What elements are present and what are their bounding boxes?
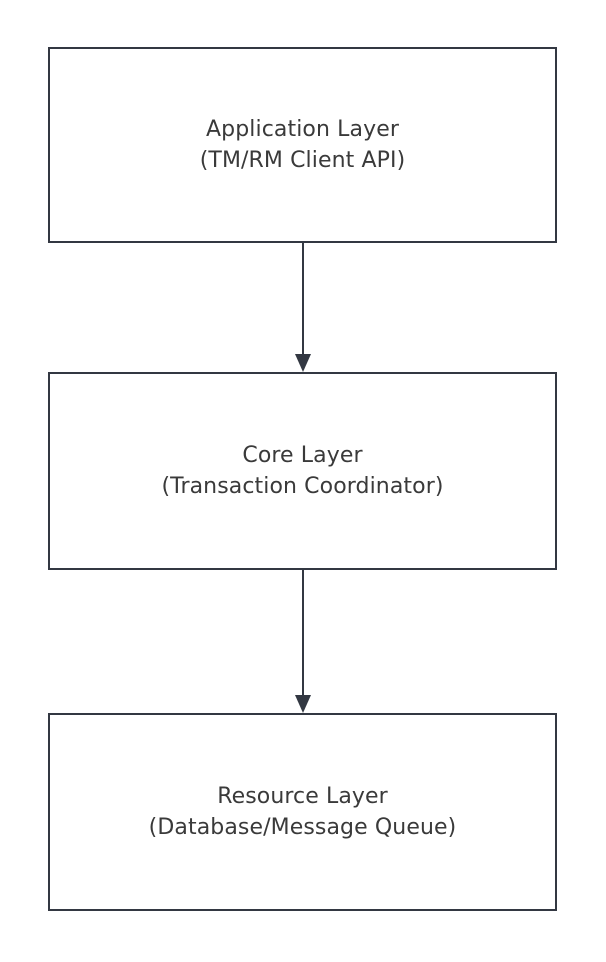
node-application-layer-subtitle: (TM/RM Client API) — [199, 148, 406, 173]
node-resource-layer-title: Resource Layer — [217, 784, 388, 809]
arrow-down-icon — [295, 354, 311, 372]
arrow-down-icon — [295, 695, 311, 713]
node-resource-layer[interactable]: Resource Layer (Database/Message Queue) — [48, 713, 557, 911]
node-core-layer-title: Core Layer — [242, 443, 363, 468]
connector-line — [302, 243, 304, 354]
node-application-layer-title: Application Layer — [206, 117, 399, 142]
node-core-layer[interactable]: Core Layer (Transaction Coordinator) — [48, 372, 557, 570]
node-application-layer[interactable]: Application Layer (TM/RM Client API) — [48, 47, 557, 243]
connector-line — [302, 570, 304, 695]
connector-core-layer-to-resource-layer — [0, 570, 606, 713]
connector-application-layer-to-core-layer — [0, 243, 606, 372]
node-resource-layer-subtitle: (Database/Message Queue) — [148, 815, 457, 840]
node-core-layer-subtitle: (Transaction Coordinator) — [161, 474, 444, 499]
